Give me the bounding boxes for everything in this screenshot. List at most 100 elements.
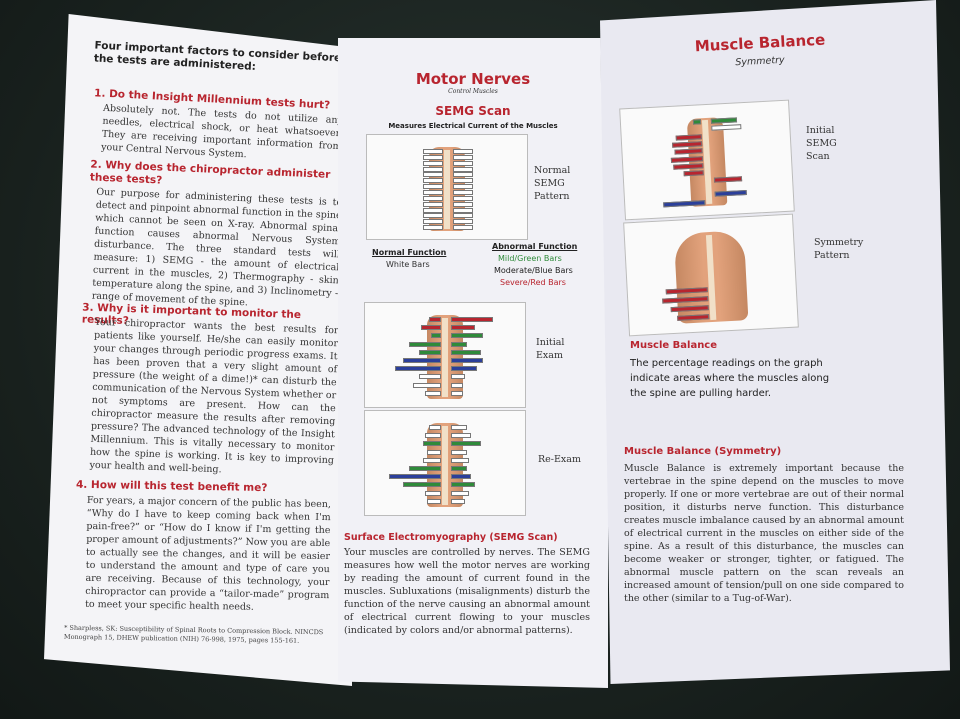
semg-bar xyxy=(451,341,467,347)
semg-bar xyxy=(451,441,481,447)
moderate-blue-label: Moderate/Blue Bars xyxy=(494,266,573,275)
spine-image xyxy=(442,317,448,397)
semg-bar xyxy=(451,374,465,380)
semg-bar xyxy=(429,317,441,322)
motor-nerves-title: Motor Nerves xyxy=(415,70,531,88)
semg-bar xyxy=(409,341,441,347)
semg-bar xyxy=(423,178,443,184)
semg-bar xyxy=(419,349,441,355)
question-4: 4. How will this test benefit me? xyxy=(75,478,268,495)
semg-bar xyxy=(423,195,443,201)
semg-bar xyxy=(451,474,471,480)
abnormal-function-label: Abnormal Function xyxy=(492,242,578,251)
semg-bar xyxy=(423,225,443,231)
semg-bar xyxy=(453,172,473,178)
semg-bar xyxy=(451,482,475,488)
semg-bar xyxy=(453,184,473,190)
surface-emg-heading: Surface Electromyography (SEMG Scan) xyxy=(344,532,558,543)
intro-heading: Four important factors to consider befor… xyxy=(93,39,342,73)
semg-bar xyxy=(453,154,473,160)
semg-scan-title: SEMG Scan xyxy=(435,104,511,118)
semg-bar xyxy=(453,201,473,207)
semg-bar xyxy=(451,333,483,339)
middle-panel: Motor Nerves Control Muscles SEMG Scan M… xyxy=(338,38,608,688)
semg-bar xyxy=(453,219,473,225)
semg-bar xyxy=(403,358,441,363)
semg-bar xyxy=(711,124,742,132)
semg-bar xyxy=(451,382,463,388)
muscle-balance-symmetry-text: Muscle Balance is extremely important be… xyxy=(624,463,904,604)
re-exam-chart xyxy=(364,410,526,516)
muscle-balance-heading: Muscle Balance xyxy=(630,340,718,351)
semg-bar xyxy=(423,190,443,195)
normal-semg-chart xyxy=(366,134,528,240)
spine-image xyxy=(444,149,450,229)
initial-semg-scan-chart xyxy=(619,99,795,221)
answer-4: For years, a major concern of the public… xyxy=(85,494,331,613)
semg-bar xyxy=(453,195,473,201)
semg-scan-subtitle: Measures Electrical Current of the Muscl… xyxy=(388,122,558,130)
normal-function-label: Normal Function xyxy=(372,248,447,257)
semg-bar xyxy=(425,433,441,439)
semg-bar xyxy=(451,457,469,463)
semg-bar xyxy=(451,425,467,430)
mild-green-label: Mild/Green Bars xyxy=(498,254,562,263)
semg-bar xyxy=(423,457,441,463)
semg-bar xyxy=(713,175,743,183)
semg-bar xyxy=(423,166,443,172)
answer-3: Your chiropractor wants the best results… xyxy=(89,316,339,476)
muscle-balance-text: The percentage readings on the graph ind… xyxy=(630,358,830,399)
semg-bar xyxy=(451,358,483,363)
semg-bar xyxy=(451,466,467,471)
semg-bar xyxy=(710,117,738,124)
semg-bar xyxy=(451,390,463,396)
semg-bar xyxy=(419,374,441,380)
semg-bar xyxy=(431,333,441,339)
severe-red-label: Severe/Red Bars xyxy=(500,278,566,287)
initial-semg-scan-label: Initial SEMG Scan xyxy=(806,125,837,162)
semg-bar xyxy=(389,474,441,480)
semg-bar xyxy=(453,160,473,166)
semg-bar xyxy=(451,349,481,355)
footnote: * Sharpless, SK: Susceptibility of Spina… xyxy=(63,623,324,645)
semg-bar xyxy=(683,170,704,177)
semg-bar xyxy=(423,207,443,213)
muscle-balance-symmetry-heading: Muscle Balance (Symmetry) xyxy=(624,446,782,457)
semg-bar xyxy=(453,213,473,219)
semg-bar xyxy=(451,490,469,496)
symmetry-pattern-label: Symmetry Pattern xyxy=(814,237,864,261)
semg-bar xyxy=(451,498,465,504)
semg-bar xyxy=(423,201,443,207)
spine-image xyxy=(442,425,448,505)
semg-bar xyxy=(423,160,443,166)
semg-bar xyxy=(427,498,441,504)
semg-bar xyxy=(453,178,473,184)
semg-bar xyxy=(425,490,441,496)
semg-bar xyxy=(451,366,477,372)
symmetry-pattern-chart xyxy=(623,213,799,337)
semg-bar xyxy=(451,433,471,439)
semg-bar xyxy=(423,154,443,160)
answer-2: Our purpose for administering these test… xyxy=(91,186,343,309)
semg-bar xyxy=(453,149,473,154)
semg-bar xyxy=(413,382,441,388)
semg-bar xyxy=(453,225,473,231)
semg-bar xyxy=(451,449,467,455)
semg-bar xyxy=(423,184,443,190)
re-exam-label: Re-Exam xyxy=(538,454,581,465)
semg-bar xyxy=(453,190,473,195)
semg-bar xyxy=(451,325,475,331)
semg-bar xyxy=(451,317,493,322)
normal-semg-label: Normal SEMG Pattern xyxy=(534,165,571,202)
motor-nerves-subtitle: Control Muscles xyxy=(448,88,498,95)
semg-bar xyxy=(423,219,443,225)
semg-bar xyxy=(423,441,441,447)
right-panel: Muscle Balance Symmetry Initial SEMG Sca… xyxy=(600,0,950,684)
semg-bar xyxy=(714,190,747,197)
initial-exam-label: Initial Exam xyxy=(536,337,565,361)
surface-emg-text: Your muscles are controlled by nerves. T… xyxy=(344,547,590,636)
left-panel: Four important factors to consider befor… xyxy=(44,14,352,686)
semg-bar xyxy=(427,449,441,455)
initial-exam-chart xyxy=(364,302,526,408)
